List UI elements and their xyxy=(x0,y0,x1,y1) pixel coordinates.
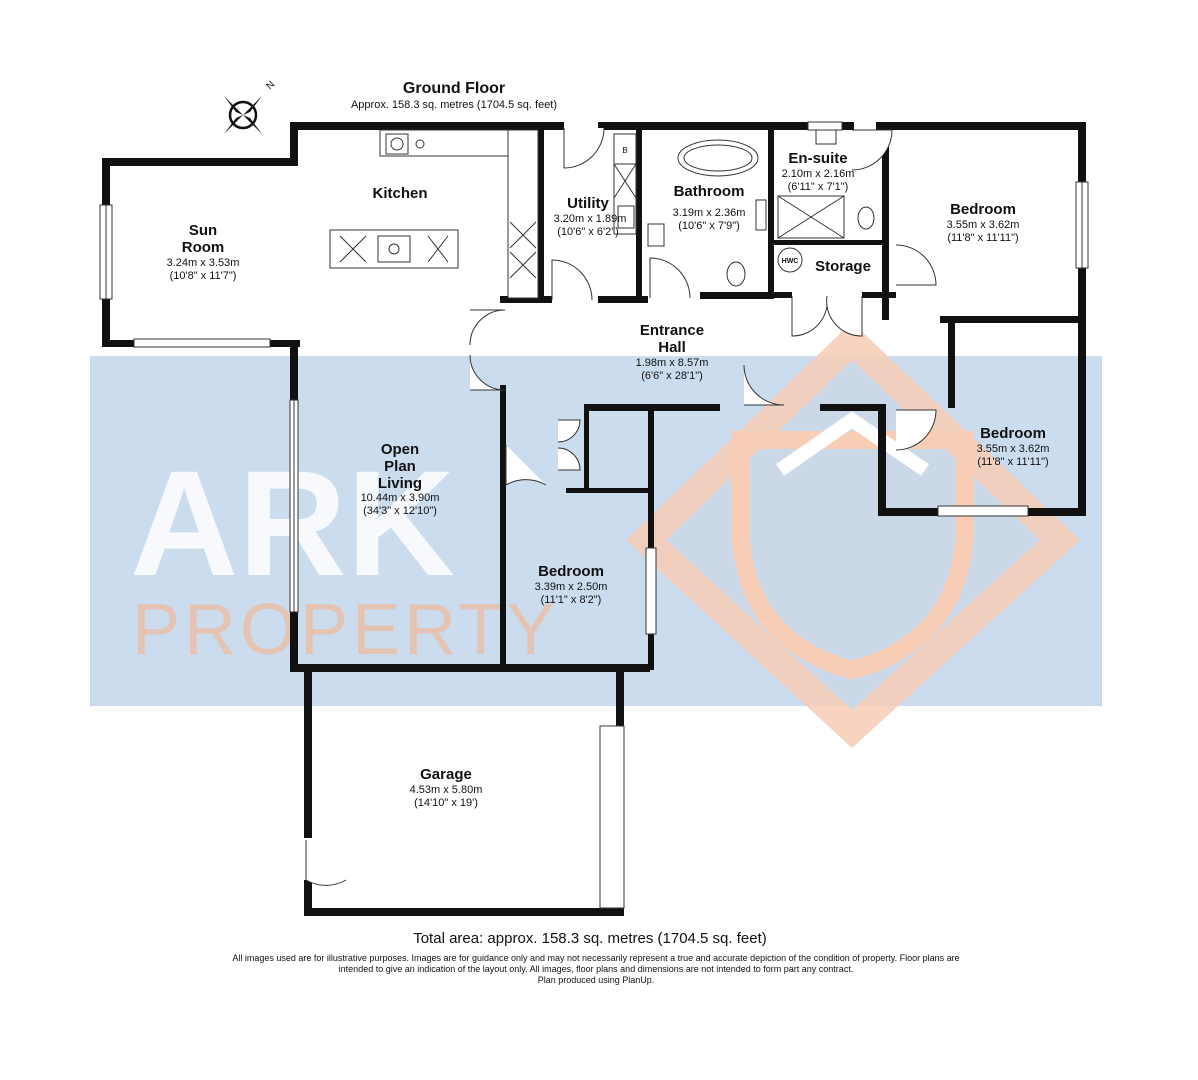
floor-title: Ground Floor xyxy=(403,80,505,97)
disclaimer-line-3: Plan produced using PlanUp. xyxy=(538,975,655,985)
bathroom-name: Bathroom xyxy=(674,183,745,200)
compass-north-label: N xyxy=(264,79,277,92)
storage-name: Storage xyxy=(815,258,871,275)
bedroom-2-dim-metric: 3.55m x 3.62m xyxy=(977,443,1050,455)
hall-name-2: Hall xyxy=(658,339,686,356)
windows xyxy=(99,121,1089,909)
sun-room-name-2: Room xyxy=(182,239,225,256)
hall-dim-imperial: (6'6" x 28'1") xyxy=(641,370,703,382)
hall-name-1: Entrance xyxy=(640,322,704,339)
bedroom-2-name: Bedroom xyxy=(980,425,1046,442)
utility-dim-metric: 3.20m x 1.89m xyxy=(554,213,627,225)
watermark-sub: PROPERTY xyxy=(132,590,559,670)
watermark-shield-icon xyxy=(731,431,974,680)
hwc-label: HWC xyxy=(782,258,799,265)
bedroom-1-name: Bedroom xyxy=(950,201,1016,218)
watermark-house-icon xyxy=(776,411,929,476)
garage-dim-metric: 4.53m x 5.80m xyxy=(410,784,483,796)
bathroom-dim-metric: 3.19m x 2.36m xyxy=(673,207,746,219)
hall-dim-metric: 1.98m x 8.57m xyxy=(636,357,709,369)
hwc-icon xyxy=(777,247,803,273)
living-dim-imperial: (34'3" x 12'10") xyxy=(363,505,437,517)
boiler-label: B xyxy=(622,146,627,155)
living-name-2: Plan xyxy=(384,458,416,475)
utility-dim-imperial: (10'6" x 6'2") xyxy=(557,226,619,238)
garage-name: Garage xyxy=(420,766,472,783)
bedroom-3-dim-metric: 3.39m x 2.50m xyxy=(535,581,608,593)
sun-room-name-1: Sun xyxy=(189,222,217,239)
bedroom-1-dim-metric: 3.55m x 3.62m xyxy=(947,219,1020,231)
toilet-icon xyxy=(726,261,746,287)
utility-name: Utility xyxy=(567,195,609,212)
disclaimer-line-2: intended to give an indication of the la… xyxy=(339,964,854,974)
fixtures: B HWC xyxy=(329,129,875,299)
watermark-diamond-inner xyxy=(666,360,1040,710)
walls xyxy=(102,122,1086,916)
bedroom-3-name: Bedroom xyxy=(538,563,604,580)
kitchen-name: Kitchen xyxy=(372,185,427,202)
living-dim-metric: 10.44m x 3.90m xyxy=(361,492,440,504)
sun-room-dim-imperial: (10'8" x 11'7") xyxy=(170,270,237,282)
living-name-1: Open xyxy=(381,441,419,458)
bedroom-2-dim-imperial: (11'8" x 11'11") xyxy=(977,456,1048,468)
bath-icon xyxy=(677,139,759,177)
compass-icon: N xyxy=(224,79,277,134)
ensuite-dim-imperial: (6'11" x 7'1") xyxy=(788,181,849,193)
disclaimer-line-1: All images used are for illustrative pur… xyxy=(232,953,959,963)
living-name-3: Living xyxy=(378,475,422,492)
ensuite-dim-metric: 2.10m x 2.16m xyxy=(782,168,855,180)
bedroom-1-dim-imperial: (11'8" x 11'11") xyxy=(947,232,1018,244)
floor-area: Approx. 158.3 sq. metres (1704.5 sq. fee… xyxy=(351,99,557,111)
sun-room-dim-metric: 3.24m x 3.53m xyxy=(167,257,240,269)
ensuite-name: En-suite xyxy=(788,150,847,167)
total-area: Total area: approx. 158.3 sq. metres (17… xyxy=(413,930,767,947)
garage-dim-imperial: (14'10" x 19') xyxy=(414,797,478,809)
bathroom-dim-imperial: (10'6" x 7'9") xyxy=(678,220,740,232)
room-labels: Sun Room 3.24m x 3.53m (10'8" x 11'7") K… xyxy=(167,150,1050,809)
bedroom-3-dim-imperial: (11'1" x 8'2") xyxy=(541,594,602,606)
doors xyxy=(305,127,937,886)
